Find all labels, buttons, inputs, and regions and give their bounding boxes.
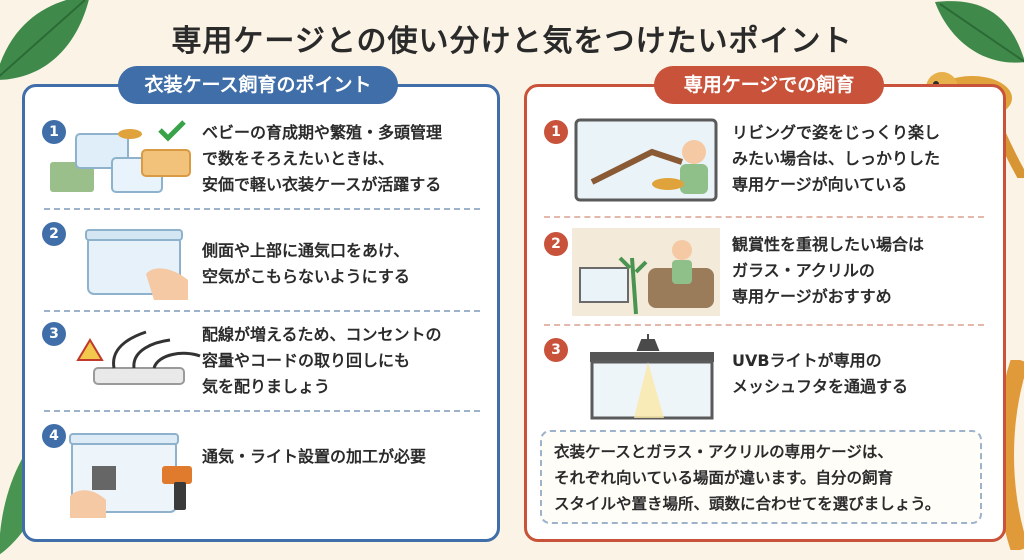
divider [44, 208, 480, 210]
item-text: 観賞性を重視したい場合は ガラス・アクリルの 専用ケージがおすすめ [732, 235, 925, 306]
power-strip-illustration [76, 330, 201, 385]
item-text: 配線が増えるため、コンセントの 容量やコードの取り回しにも 気を配りましょう [202, 325, 442, 396]
item-text: リビングで姿をじっくり楽し みたい場合は、しっかりした 専用ケージが向いている [732, 123, 941, 194]
item-text: UVBライトが専用の メッシュフタを通過する [732, 351, 909, 396]
check-icon [158, 120, 186, 142]
storage-cases-illustration [50, 120, 191, 193]
divider [544, 324, 984, 326]
warning-icon [76, 338, 104, 361]
uvb-terrarium-illustration [590, 334, 714, 420]
left-panel-heading: 衣装ケース飼育のポイント [118, 66, 398, 104]
divider [44, 410, 480, 412]
summary-note: 衣装ケースとガラス・アクリルの専用ケージは、 それぞれ向いている場面が違います。… [540, 430, 982, 524]
item-number: 4 [42, 424, 66, 448]
item-text: 通気・ライト設置の加工が必要 [202, 447, 427, 466]
item-text: ベビーの育成期や繁殖・多頭管理 で数をそろえたいときは、 安価で軽い衣装ケースが… [202, 123, 443, 194]
item-number: 1 [544, 120, 568, 144]
divider [544, 216, 984, 218]
page-title: 専用ケージとの使い分けと気をつけたいポイント [171, 24, 853, 59]
drill-case-illustration [69, 433, 192, 518]
item-number: 3 [42, 322, 66, 346]
leaf-icon [0, 0, 89, 80]
item-number: 3 [544, 338, 568, 362]
glass-terrarium-illustration [574, 118, 718, 202]
item-text: 側面や上部に通気口をあけ、 空気がこもらないようにする [202, 241, 410, 286]
right-panel-heading: 専用ケージでの飼育 [654, 66, 884, 104]
divider [44, 310, 480, 312]
vent-case-illustration [85, 229, 188, 300]
summary-text: 衣装ケースとガラス・アクリルの専用ケージは、 それぞれ向いている場面が違います。… [554, 443, 941, 513]
item-number: 1 [42, 120, 66, 144]
leaf-icon [935, 1, 1024, 63]
item-number: 2 [42, 222, 66, 246]
item-number: 2 [544, 232, 568, 256]
living-room-illustration [572, 228, 720, 316]
